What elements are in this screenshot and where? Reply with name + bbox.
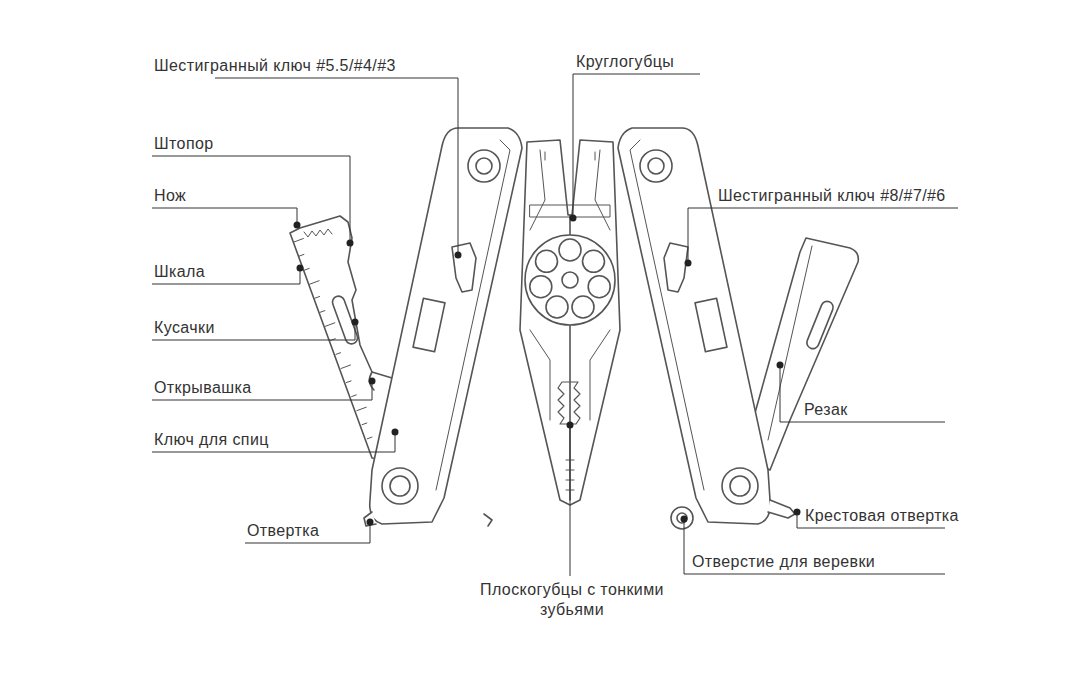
part-label: Отверстие для веревки — [690, 552, 877, 572]
part-label: Шестигранный ключ #8/#7/#6 — [716, 186, 948, 206]
part-label: Кусачки — [152, 318, 217, 338]
part-label: Шестигранный ключ #5.5/#4/#3 — [152, 56, 398, 76]
leader-dots — [294, 215, 801, 526]
part-label: Резак — [802, 400, 850, 420]
part-label: Ключ для спиц — [152, 430, 271, 450]
cutter-blade — [746, 238, 858, 470]
part-label: Нож — [152, 186, 188, 206]
left-handle — [364, 128, 522, 526]
part-label: Открывашка — [152, 378, 253, 398]
part-label: Круглогубцы — [574, 52, 676, 72]
leader-lines — [152, 74, 958, 576]
part-label: Плоскогубцы с тонкими зубьями — [475, 580, 669, 620]
part-label: Крестовая отвертка — [803, 506, 961, 526]
part-label: Штопор — [152, 134, 216, 154]
part-label: Шкала — [152, 262, 207, 282]
part-label: Отвертка — [245, 521, 321, 541]
